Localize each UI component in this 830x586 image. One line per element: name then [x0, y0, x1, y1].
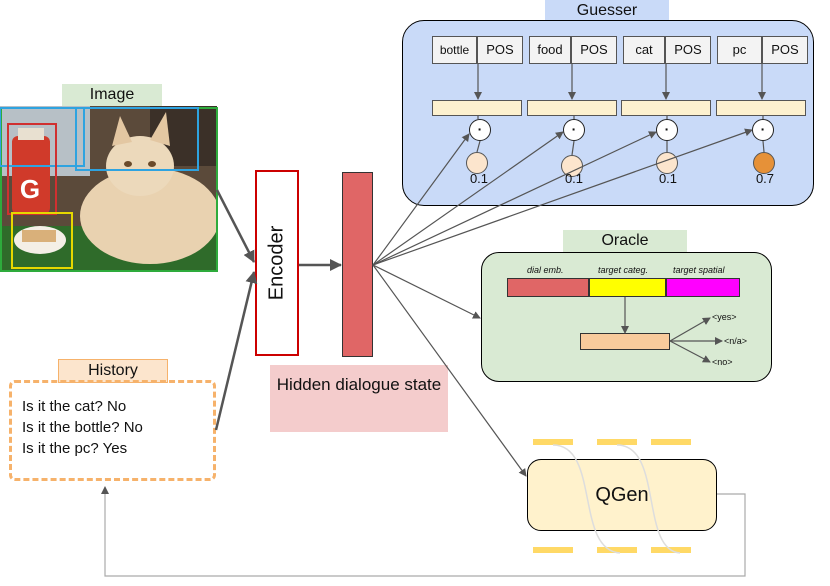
probability-node — [656, 152, 678, 174]
qgen-pin — [651, 439, 691, 445]
probability-value: 0.1 — [658, 171, 678, 186]
dot-product-node: · — [563, 119, 585, 141]
guesser-object-food: food — [529, 36, 571, 64]
probability-value: 0.1 — [564, 171, 584, 186]
qgen-block: QGen — [527, 459, 717, 531]
dot-product-node: · — [656, 119, 678, 141]
guesser-embedding-bar — [716, 100, 806, 116]
qgen-pin — [533, 439, 573, 445]
probability-value: 0.1 — [469, 171, 489, 186]
oracle-answer-no: <no> — [712, 357, 733, 367]
history-line: Is it the pc? Yes — [22, 440, 128, 457]
hidden-state-label: Hidden dialogue state — [270, 365, 448, 432]
oracle-segment-dial-emb — [507, 278, 589, 297]
hidden-state-vector — [342, 172, 373, 357]
oracle-segment-target-categ — [589, 278, 666, 297]
qgen-pin — [597, 547, 637, 553]
oracle-header-target-spatial: target spatial — [673, 265, 725, 275]
guesser-pos-cat: POS — [665, 36, 711, 64]
qgen-pin — [597, 439, 637, 445]
probability-node-selected — [753, 152, 775, 174]
history-title: History — [58, 359, 168, 383]
guesser-object-pc: pc — [717, 36, 762, 64]
guesser-pos-pc: POS — [762, 36, 808, 64]
guesser-embedding-bar — [621, 100, 711, 116]
history-box: Is it the cat? No Is it the bottle? No I… — [9, 380, 216, 481]
guesser-pos-bottle: POS — [477, 36, 523, 64]
oracle-answer-na: <n/a> — [724, 336, 748, 346]
oracle-answer-yes: <yes> — [712, 312, 737, 322]
probability-value: 0.7 — [755, 171, 775, 186]
guesser-object-cat: cat — [623, 36, 665, 64]
guesser-embedding-bar — [527, 100, 617, 116]
probability-node — [466, 152, 488, 174]
cat-photo: G — [0, 106, 217, 270]
guesser-pos-food: POS — [571, 36, 617, 64]
history-line: Is it the bottle? No — [22, 419, 143, 436]
encoder-block: Encoder — [255, 170, 299, 356]
guesser-object-bottle: bottle — [432, 36, 477, 64]
svg-text:G: G — [20, 174, 40, 204]
image-title: Image — [62, 84, 162, 106]
dot-product-node: · — [469, 119, 491, 141]
guesser-title: Guesser — [545, 0, 669, 22]
oracle-panel — [481, 252, 772, 382]
qgen-pin — [533, 547, 573, 553]
oracle-header-target-categ: target categ. — [598, 265, 649, 275]
oracle-header-dial-emb: dial emb. — [527, 265, 564, 275]
oracle-segment-target-spatial — [666, 278, 740, 297]
guesser-embedding-bar — [432, 100, 522, 116]
history-line: Is it the cat? No — [22, 398, 127, 415]
oracle-title: Oracle — [563, 230, 687, 252]
